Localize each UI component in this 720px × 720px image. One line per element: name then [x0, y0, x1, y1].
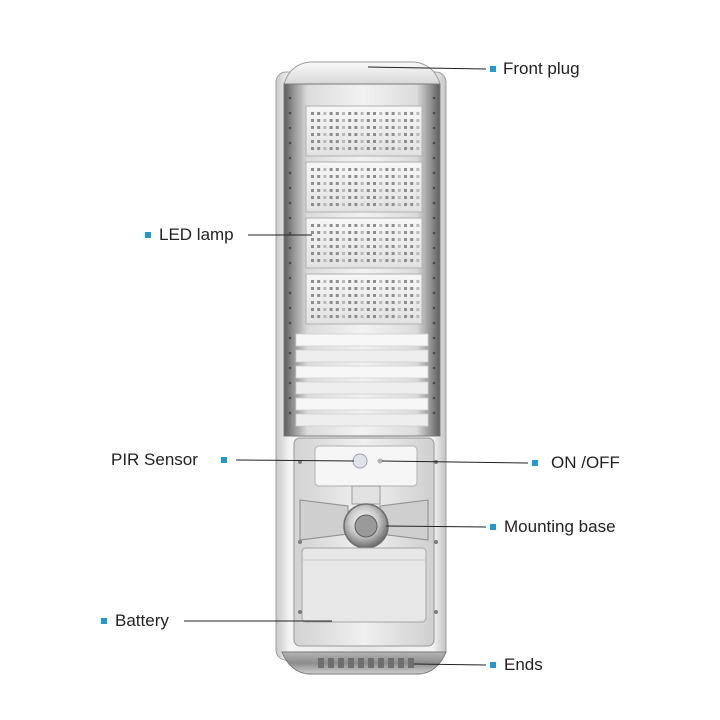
sensor-plate	[314, 445, 418, 487]
led-module	[305, 105, 423, 157]
bracket-left	[299, 499, 349, 541]
label-front-plug: Front plug	[503, 59, 580, 78]
leader-lines	[184, 66, 529, 666]
leader-on-off	[381, 460, 529, 464]
leader-pir-sensor	[235, 459, 355, 462]
led-module	[305, 217, 423, 269]
end-vent-slots	[318, 658, 414, 668]
led-module	[305, 273, 423, 325]
leader-ends	[413, 663, 487, 666]
label-mounting-base: Mounting base	[504, 517, 616, 536]
pir-sensor-lens	[352, 453, 368, 469]
panel-rivets	[288, 96, 436, 415]
bullet-mounting-base	[490, 524, 496, 530]
battery-pack	[301, 547, 427, 623]
mounting-base-bore	[354, 514, 378, 538]
bullet-front-plug	[490, 66, 496, 72]
bullet-ends	[490, 662, 496, 668]
bullet-pir-sensor	[221, 457, 227, 463]
label-pir-sensor: PIR Sensor	[111, 450, 198, 469]
label-battery: Battery	[115, 611, 169, 630]
panel-fins	[295, 333, 429, 427]
bullet-on-off	[532, 460, 538, 466]
led-module	[305, 161, 423, 213]
bullet-battery	[101, 618, 107, 624]
bullets	[101, 66, 538, 668]
label-on-off: ON /OFF	[551, 453, 620, 472]
leader-mounting-base	[385, 525, 487, 528]
led-modules	[305, 105, 423, 325]
leader-front-plug	[367, 66, 487, 70]
label-ends: Ends	[504, 655, 543, 674]
bullet-led-lamp	[145, 232, 151, 238]
lamp-housing	[275, 61, 447, 675]
bracket-neck	[351, 485, 381, 505]
front-plug-cap	[283, 61, 441, 85]
on-off-switch	[377, 458, 383, 464]
label-led-lamp: LED lamp	[159, 225, 234, 244]
